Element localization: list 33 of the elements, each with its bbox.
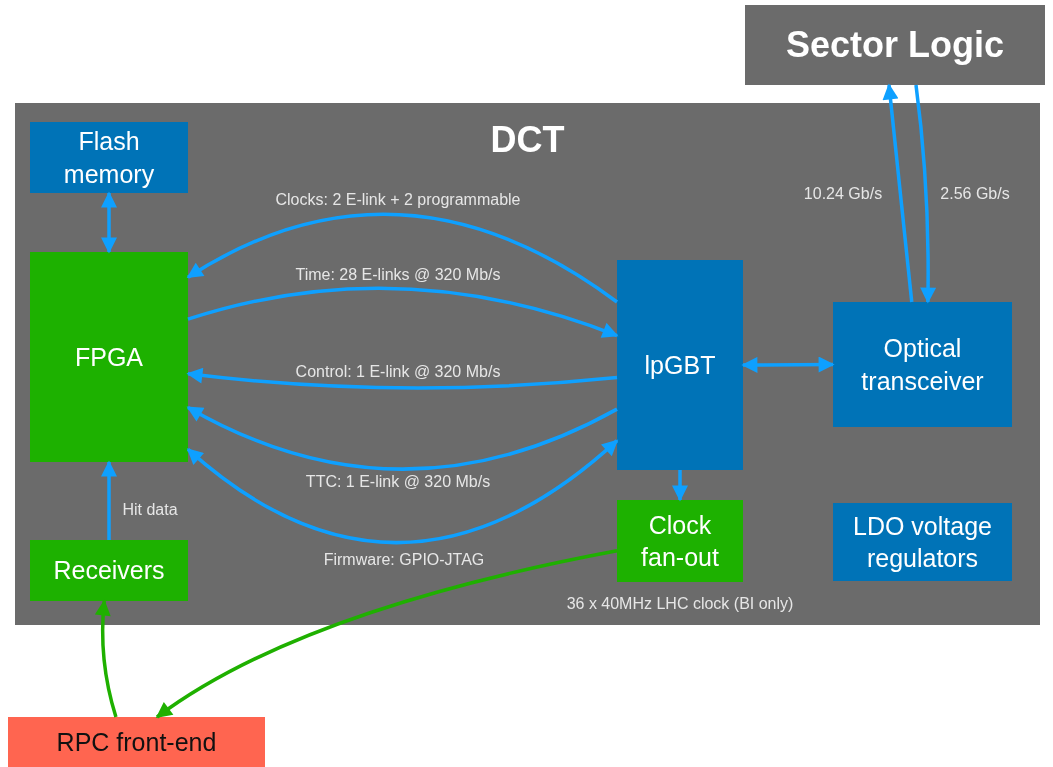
arrow bbox=[155, 549, 618, 719]
edge-label: Firmware: GPIO-JTAG bbox=[323, 551, 485, 569]
fpga-box: FPGA bbox=[30, 252, 188, 462]
transceiver-chip-box: lpGBT bbox=[617, 260, 743, 470]
arrow bbox=[101, 460, 117, 540]
edge-label: Hit data bbox=[122, 501, 178, 519]
arrow bbox=[101, 191, 117, 254]
regulator-box: LDO voltage regulators bbox=[833, 503, 1012, 581]
optical-module-box: Optical transceiver bbox=[833, 302, 1012, 427]
sector-logic-box: Sector Logic bbox=[745, 5, 1045, 85]
edge-label: Control: 1 E-link @ 320 Mb/s bbox=[295, 363, 501, 381]
arrow bbox=[186, 405, 618, 471]
system-panel bbox=[15, 103, 1040, 625]
arrow bbox=[186, 439, 619, 545]
arrow bbox=[95, 599, 118, 718]
front-end-box: RPC front-end bbox=[8, 717, 265, 767]
edge-label: TTC: 1 E-link @ 320 Mb/s bbox=[305, 473, 491, 491]
memory-box: Flash memory bbox=[30, 122, 188, 193]
arrow bbox=[186, 367, 618, 390]
edge-label: 10.24 Gb/s bbox=[803, 185, 883, 203]
arrow bbox=[672, 470, 688, 502]
arrow bbox=[741, 356, 835, 373]
edge-label: Time: 28 E-links @ 320 Mb/s bbox=[295, 266, 501, 284]
arrow bbox=[882, 83, 914, 303]
panel-title: DCT bbox=[490, 118, 565, 162]
arrow bbox=[187, 286, 619, 339]
node-caption: 36 x 40MHz LHC clock (BI only) bbox=[566, 595, 794, 613]
receiver-box: Receivers bbox=[30, 540, 188, 601]
clock-fanout-box: Clock fan-out bbox=[617, 500, 743, 582]
edge-label: Clocks: 2 E-link + 2 programmable bbox=[275, 191, 521, 209]
arrow bbox=[914, 84, 937, 304]
arrow bbox=[186, 213, 618, 304]
edge-label: 2.56 Gb/s bbox=[940, 185, 1010, 203]
